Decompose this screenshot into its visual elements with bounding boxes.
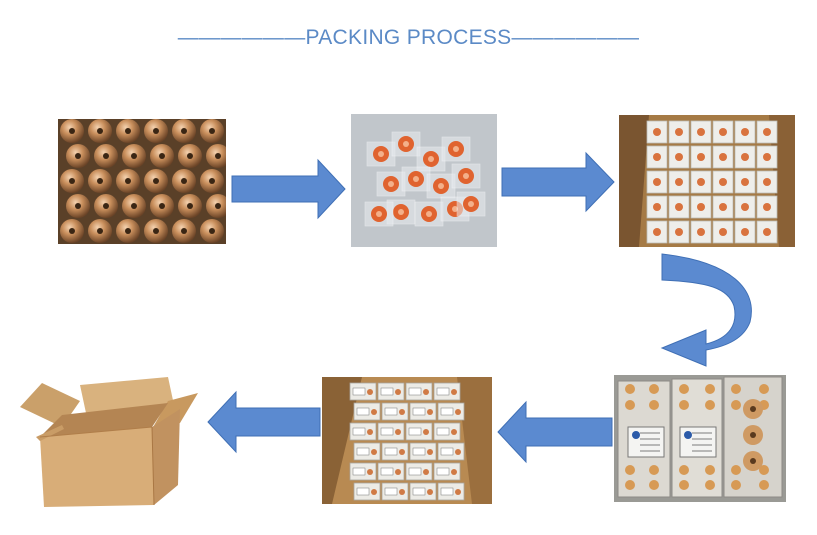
open-carton-box-image bbox=[18, 365, 200, 510]
nozzle-boxes-with-labels-photo bbox=[614, 375, 786, 502]
bagged-nozzles-photo bbox=[351, 114, 497, 247]
arrow-left-icon bbox=[497, 400, 613, 464]
boxed-nozzles-in-carton-photo bbox=[619, 115, 795, 247]
diagram-title: ——————PACKING PROCESS—————— bbox=[177, 26, 640, 49]
arrow-right-icon bbox=[501, 151, 615, 213]
arrow-right-icon bbox=[231, 158, 346, 220]
copper-nozzles-photo bbox=[58, 119, 226, 244]
arrow-left-icon bbox=[207, 390, 321, 454]
curved-arrow-down-icon bbox=[660, 253, 752, 367]
stacked-boxes-in-carton-photo bbox=[322, 377, 492, 504]
